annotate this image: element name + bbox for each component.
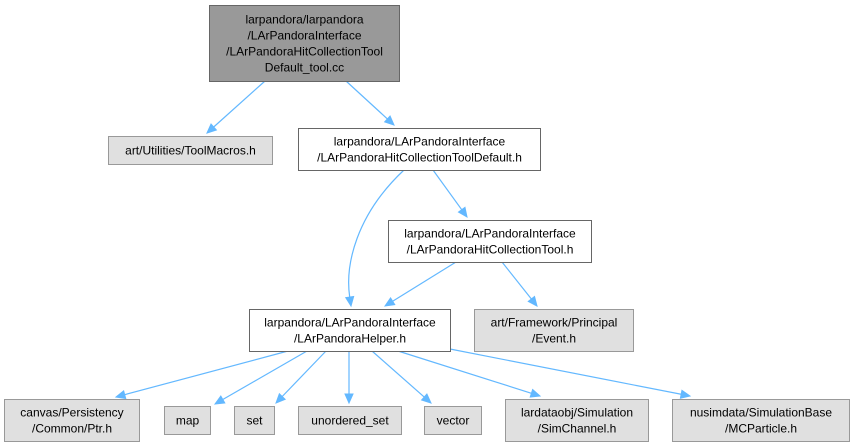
node-box	[298, 128, 541, 171]
node-box	[108, 136, 273, 165]
edge-arrowhead	[383, 296, 396, 307]
node-label-line: /Common/Ptr.h	[32, 422, 112, 436]
node-root[interactable]: larpandora/larpandora/LArPandoraInterfac…	[209, 5, 400, 82]
node-label-line: larpandora/larpandora	[245, 13, 363, 27]
node-event[interactable]: art/Framework/Principal/Event.h	[474, 309, 634, 352]
node-mcparticle[interactable]: nusimdata/SimulationBase/MCParticle.h	[672, 399, 850, 442]
node-label-line: /LArPandoraHitCollectionTool	[226, 45, 383, 59]
node-box	[672, 399, 850, 442]
node-box	[249, 309, 451, 352]
node-label-line: /MCParticle.h	[725, 422, 797, 436]
edge-arrowhead	[457, 206, 468, 218]
edge-line	[348, 169, 405, 298]
edge-helper-to-simchannel	[397, 350, 542, 398]
edge-line	[222, 350, 308, 401]
edge-line	[124, 350, 289, 396]
node-box	[164, 406, 211, 435]
edge-arrowhead	[344, 393, 354, 405]
node-label-line: art/Framework/Principal	[491, 316, 618, 330]
node-box	[209, 5, 400, 82]
node-unordered-set[interactable]: unordered_set	[298, 406, 402, 435]
edge-hctool-to-event	[501, 261, 538, 307]
node-hctooldefault[interactable]: larpandora/LArPandoraInterface/LArPandor…	[298, 128, 541, 171]
node-map[interactable]: map	[164, 406, 211, 435]
node-label-line: /LArPandoraHitCollectionTool.h	[407, 243, 574, 257]
edge-helper-to-unordered_set	[344, 351, 354, 405]
edge-line	[392, 261, 457, 302]
edge-line	[501, 261, 532, 300]
node-label-line: /SimChannel.h	[538, 422, 617, 436]
edge-arrowhead	[679, 389, 692, 399]
edge-hctooldefault-to-helper	[344, 169, 405, 308]
node-label-line: larpandora/LArPandoraInterface	[264, 316, 436, 330]
node-label-line: /LArPandoraHelper.h	[294, 332, 406, 346]
node-label-line: vector	[437, 414, 470, 428]
edge-line	[449, 348, 682, 395]
node-hctool[interactable]: larpandora/LArPandoraInterface/LArPandor…	[388, 220, 592, 263]
edge-line	[345, 80, 388, 120]
edge-line	[371, 350, 425, 398]
edge-helper-to-mcparticle	[449, 348, 692, 399]
node-box	[388, 220, 592, 263]
node-helper[interactable]: larpandora/LArPandoraInterface/LArPandor…	[249, 309, 451, 352]
node-label-line: /LArPandoraHitCollectionToolDefault.h	[317, 151, 522, 165]
node-label-line: lardataobj/Simulation	[521, 406, 633, 420]
node-label-line: Default_tool.cc	[265, 61, 344, 75]
node-simchannel[interactable]: lardataobj/Simulation/SimChannel.h	[505, 399, 649, 442]
edge-hctool-to-helper	[383, 261, 457, 307]
node-label-line: set	[246, 414, 263, 428]
edge-arrowhead	[344, 295, 355, 308]
node-ptr[interactable]: canvas/Persistency/Common/Ptr.h	[4, 399, 140, 442]
edge-arrowhead	[420, 393, 432, 404]
edge-line	[397, 350, 532, 394]
edge-line	[432, 169, 463, 211]
edge-arrowhead	[213, 395, 226, 405]
edge-arrowhead	[529, 388, 542, 398]
edge-helper-to-vector	[371, 350, 432, 404]
node-box	[234, 406, 275, 435]
node-box	[505, 399, 649, 442]
edge-line	[281, 350, 327, 397]
node-label-line: larpandora/LArPandoraInterface	[404, 227, 576, 241]
node-label-line: /LArPandoraInterface	[247, 29, 361, 43]
edge-root-to-hctooldefault	[345, 80, 395, 126]
node-label-line: nusimdata/SimulationBase	[690, 406, 832, 420]
edge-line	[213, 80, 266, 128]
node-label-line: /Event.h	[532, 332, 576, 346]
edge-helper-to-set	[275, 350, 327, 404]
node-box	[474, 309, 634, 352]
node-box	[4, 399, 140, 442]
node-set[interactable]: set	[234, 406, 275, 435]
edge-arrowhead	[383, 115, 395, 126]
node-label-line: larpandora/LArPandoraInterface	[334, 135, 506, 149]
edge-hctooldefault-to-hctool	[432, 169, 468, 218]
node-vector[interactable]: vector	[424, 406, 482, 435]
edge-root-to-toolmacros	[206, 80, 266, 134]
node-toolmacros[interactable]: art/Utilities/ToolMacros.h	[108, 136, 273, 165]
node-box	[298, 406, 402, 435]
edge-arrowhead	[527, 295, 538, 307]
node-label-line: map	[176, 414, 200, 428]
edge-arrowhead	[206, 123, 218, 134]
edge-helper-to-ptr	[114, 350, 289, 400]
edge-arrowhead	[275, 392, 287, 404]
node-label-line: art/Utilities/ToolMacros.h	[125, 144, 256, 158]
edge-arrowhead	[114, 389, 127, 400]
node-label-line: canvas/Persistency	[20, 406, 123, 420]
node-label-line: unordered_set	[311, 414, 389, 428]
node-box	[424, 406, 482, 435]
edge-helper-to-map	[213, 350, 308, 405]
